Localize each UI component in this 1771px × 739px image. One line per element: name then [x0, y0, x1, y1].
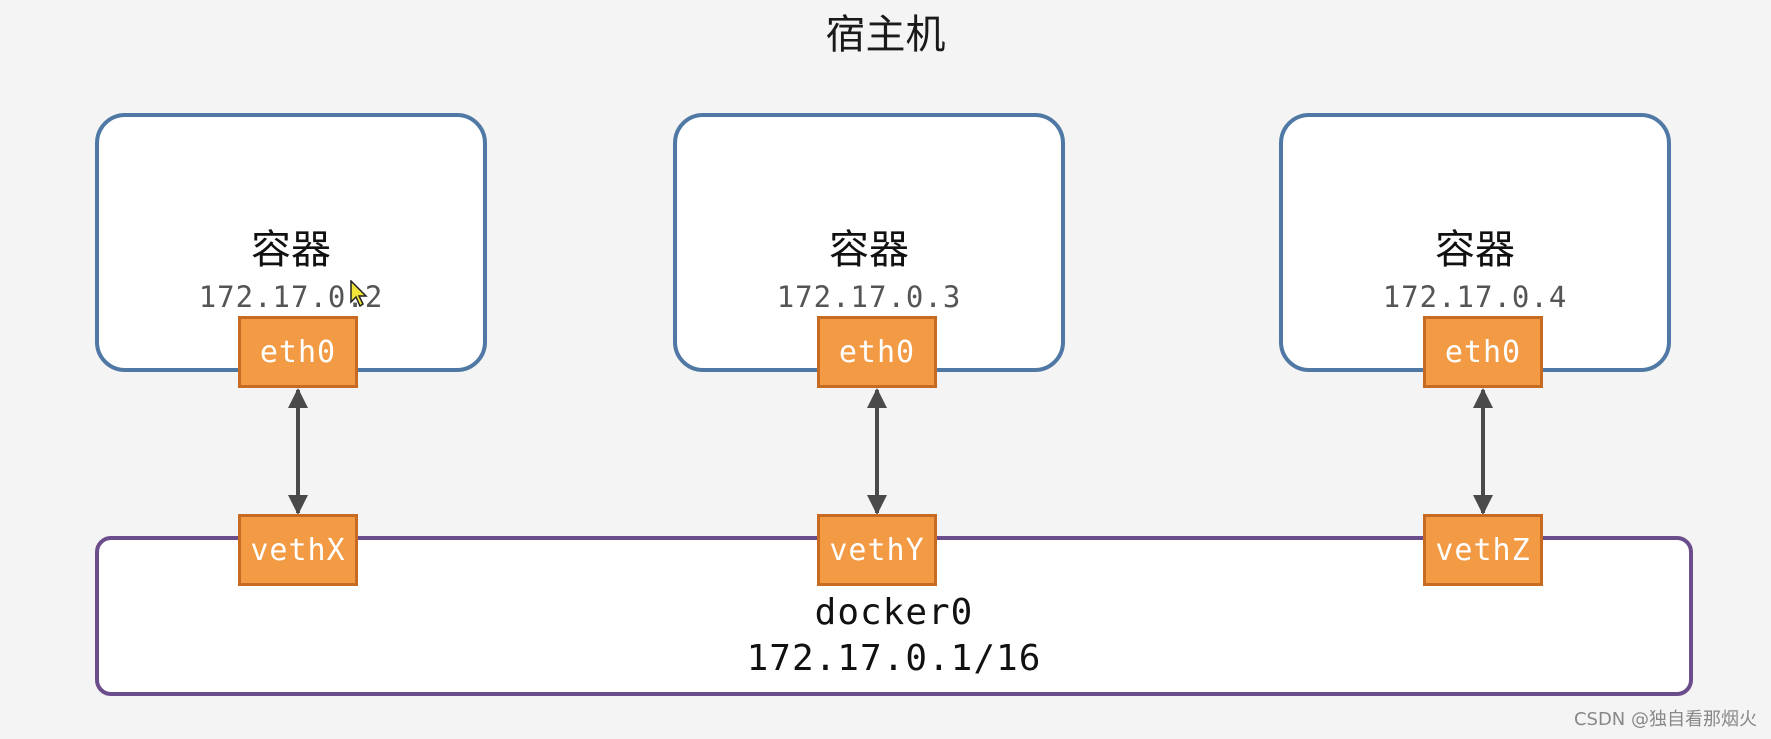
container-ip: 172.17.0.4 — [1382, 280, 1568, 314]
host-title: 宿主机 — [825, 12, 946, 58]
bridge-name: docker0 — [814, 592, 974, 633]
eth0-interface-2: eth0 — [817, 316, 937, 388]
veth-interface-x: vethX — [238, 514, 358, 586]
bridge-cidr: 172.17.0.1/16 — [746, 638, 1042, 679]
watermark: CSDN @独自看那烟火 — [1573, 709, 1757, 730]
container-label: 容器 — [829, 227, 909, 273]
eth0-interface-3: eth0 — [1423, 316, 1543, 388]
container-label: 容器 — [1435, 227, 1515, 273]
container-ip: 172.17.0.3 — [776, 280, 962, 314]
veth-interface-z: vethZ — [1423, 514, 1543, 586]
container-label: 容器 — [251, 227, 331, 273]
eth0-interface-1: eth0 — [238, 316, 358, 388]
veth-interface-y: vethY — [817, 514, 937, 586]
mouse-cursor-icon — [350, 280, 368, 308]
